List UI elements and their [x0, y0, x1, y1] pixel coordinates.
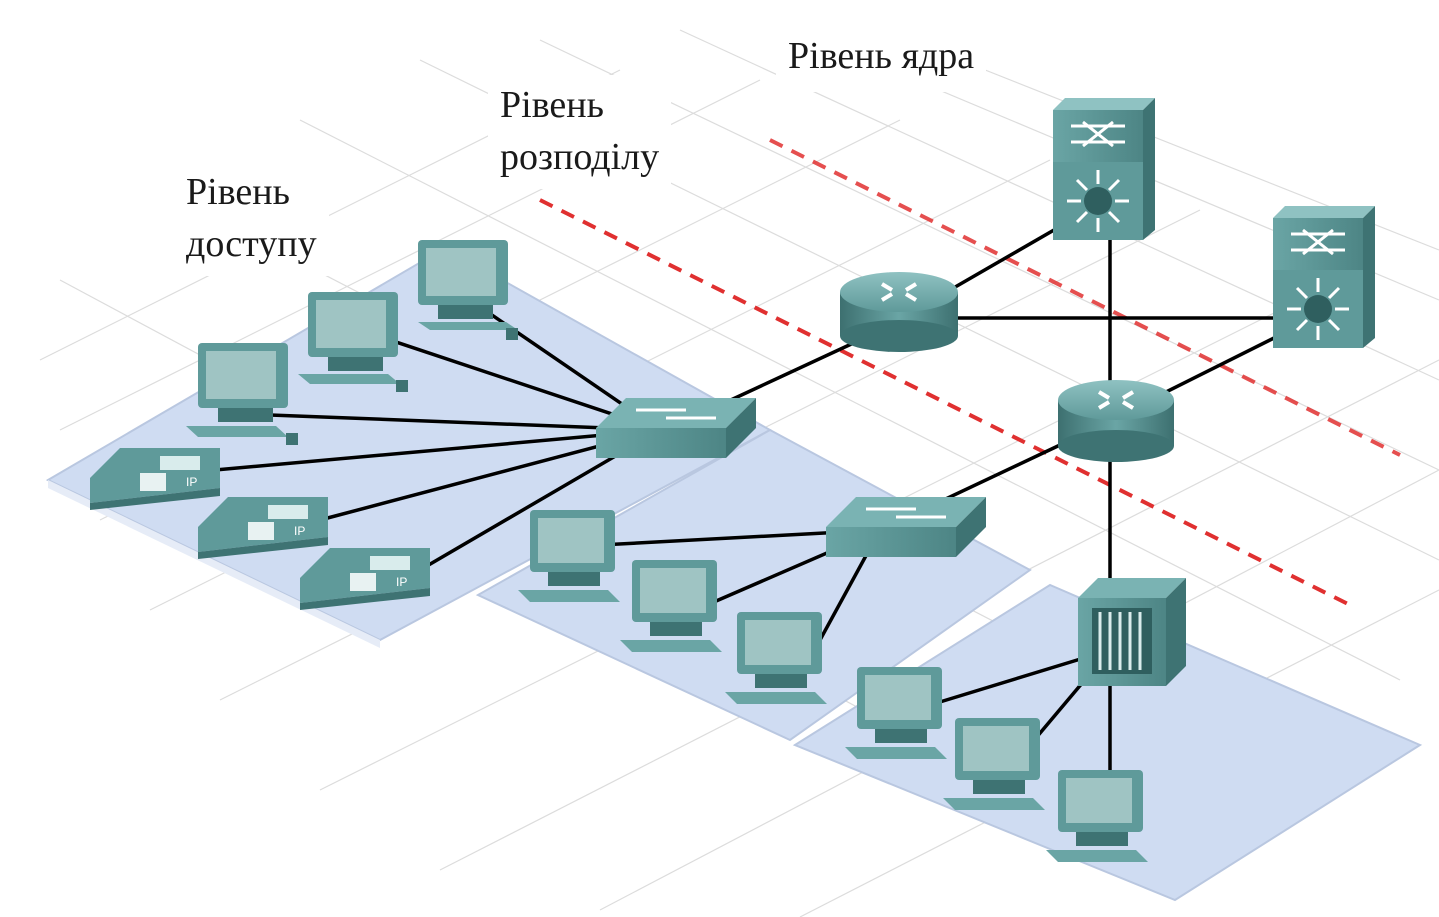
access-layer-label-line2: доступу	[186, 223, 317, 265]
pc-icon	[725, 612, 827, 704]
access-layer-label-line1: Рівень	[186, 171, 290, 213]
distribution-layer-label-line2: розподілу	[500, 136, 660, 178]
pc-icon	[1046, 770, 1148, 862]
core-layer-label-line1: Рівень ядра	[788, 35, 975, 77]
ip-badge: IP	[294, 524, 305, 538]
pc-icon	[518, 510, 620, 602]
ip-badge: IP	[396, 575, 407, 589]
pc-icon	[845, 667, 947, 759]
distribution-layer-label: Рівень розподілу	[488, 75, 672, 189]
core-layer-label: Рівень ядра	[776, 26, 987, 92]
ip-phone-icon: IP	[300, 548, 430, 610]
pc-icon	[298, 292, 408, 392]
core-boundary-lines	[539, 138, 1401, 607]
core-switch-icon	[1053, 98, 1155, 240]
router-icon	[1058, 380, 1174, 462]
router-icon	[840, 272, 958, 352]
server-chassis-icon	[1078, 578, 1186, 686]
access-switch-icon	[596, 398, 756, 458]
pc-icon	[620, 560, 722, 652]
server-platform	[792, 583, 1423, 902]
pc-icon	[418, 240, 518, 340]
pc-icon	[186, 343, 298, 445]
ip-phone-icon: IP	[198, 497, 328, 559]
access-switch-icon	[826, 497, 986, 557]
ip-badge: IP	[186, 475, 197, 489]
core-switch-icon	[1273, 206, 1375, 348]
distribution-layer-label-line1: Рівень	[500, 84, 604, 126]
pc-icon	[943, 718, 1045, 810]
access-layer-label: Рівень доступу	[174, 162, 329, 276]
ip-phone-icon: IP	[90, 448, 220, 510]
